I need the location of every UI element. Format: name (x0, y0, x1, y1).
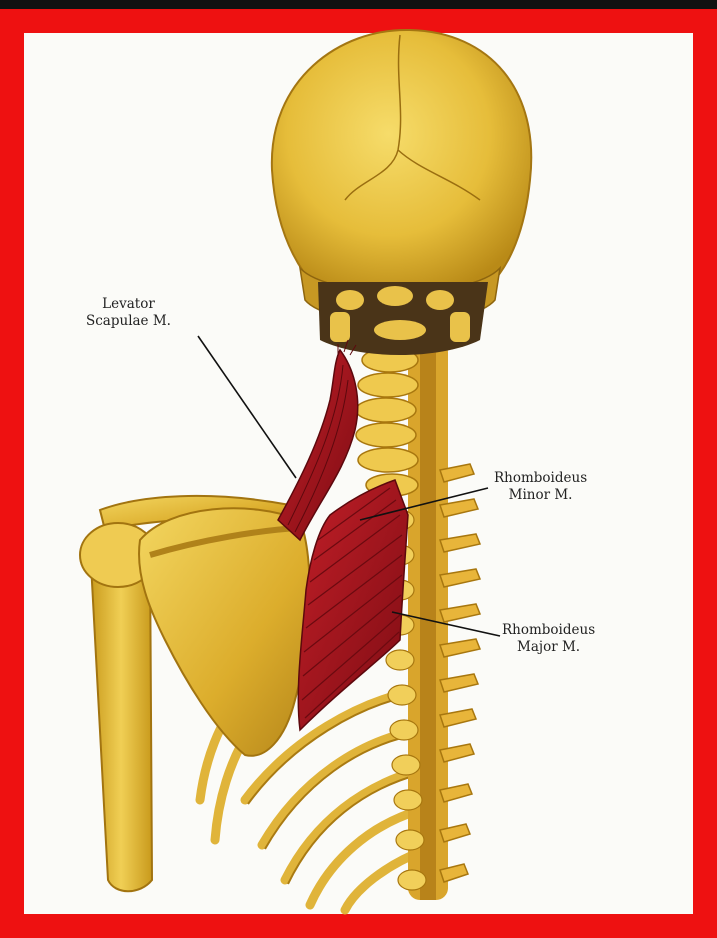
rhomboideus-minor-line1: Rhomboideus (494, 470, 587, 487)
levator-label-line2: Scapulae M. (86, 313, 171, 330)
levator-leader-line (198, 336, 296, 478)
rhomboideus-major-line2: Major M. (502, 639, 595, 656)
rhomboideus-minor-line2: Minor M. (494, 487, 587, 504)
levator-scapulae-label: Levator Scapulae M. (86, 296, 171, 330)
rhomboideus-major-label: Rhomboideus Major M. (502, 622, 595, 656)
rhomboideus-major-line1: Rhomboideus (502, 622, 595, 639)
skull (272, 30, 531, 355)
rhomboideus-minor-label: Rhomboideus Minor M. (494, 470, 587, 504)
levator-label-line1: Levator (86, 296, 171, 313)
scapula (139, 508, 310, 755)
